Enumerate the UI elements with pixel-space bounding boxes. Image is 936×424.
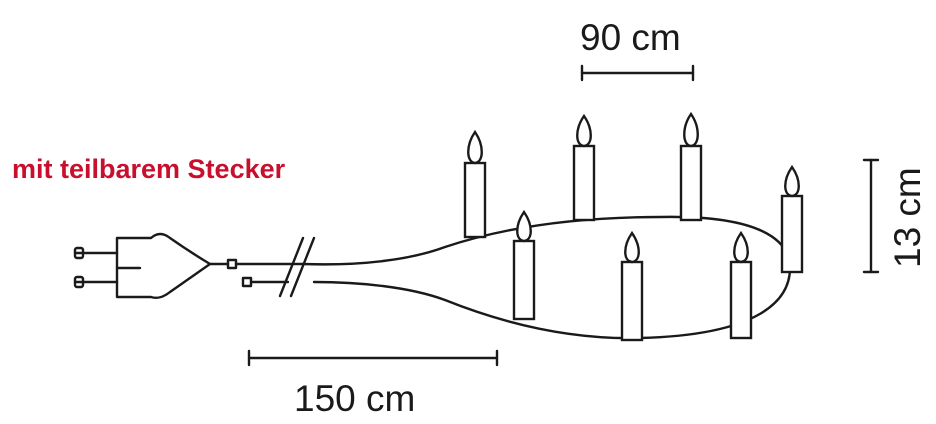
height-dimension: 13 cm (862, 158, 928, 274)
plug-icon (73, 232, 238, 300)
spacing-dimension-label: 90 cm (580, 17, 681, 58)
socket-icon (241, 276, 290, 288)
cable-loop (301, 215, 792, 340)
height-dimension-label: 13 cm (887, 167, 928, 268)
candle-icon (463, 111, 804, 342)
connector-label: mit teilbarem Stecker (12, 154, 286, 184)
cable-break-icon (234, 236, 316, 298)
spacing-dimension: 90 cm (580, 17, 695, 82)
cable-dimension-label: 150 cm (294, 378, 415, 419)
cable-dimension: 150 cm (247, 349, 499, 419)
